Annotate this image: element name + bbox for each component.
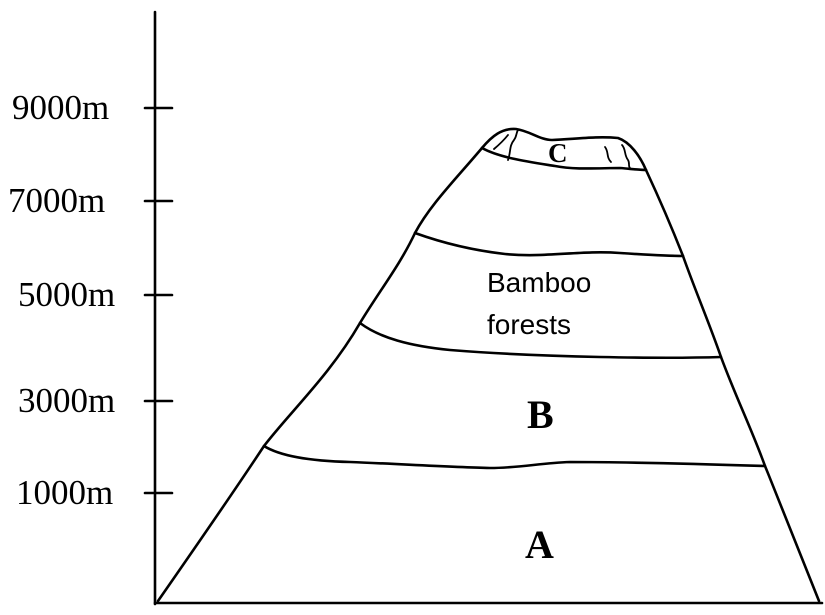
tick-label-1000: 1000m — [16, 473, 113, 512]
mountain-right-slope — [644, 168, 821, 603]
summit-crater-base — [480, 146, 648, 172]
bamboo-forests-label-line1: Bamboo — [487, 267, 591, 298]
zone-a-label: A — [525, 522, 554, 567]
bamboo-forests-label-line2: forests — [487, 309, 571, 340]
tick-label-5000: 5000m — [18, 275, 115, 314]
boundary-lower — [262, 444, 767, 470]
crater-hatch-left — [493, 129, 519, 161]
zone-c-label: C — [548, 138, 568, 168]
tick-label-3000: 3000m — [18, 381, 115, 420]
summit-outline — [480, 127, 648, 172]
mountain-left-slope — [156, 146, 484, 603]
tick-label-7000: 7000m — [8, 181, 105, 220]
boundary-middle — [358, 321, 723, 360]
crater-hatch-right — [604, 144, 631, 169]
boundary-upper — [413, 231, 685, 258]
tick-label-9000: 9000m — [12, 88, 109, 127]
zone-b-label: B — [527, 392, 554, 437]
